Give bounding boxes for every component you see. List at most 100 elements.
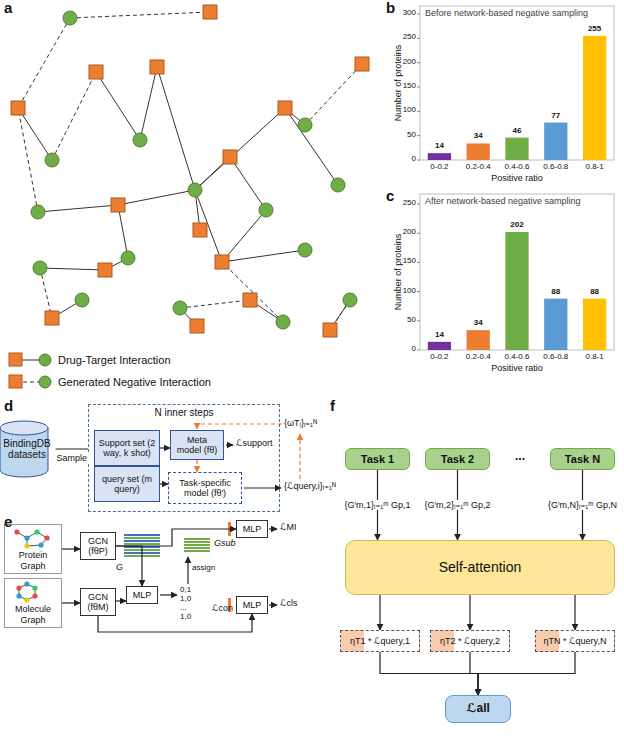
label-text: 0 bbox=[412, 155, 416, 164]
target-square bbox=[111, 198, 125, 212]
bar bbox=[505, 138, 528, 160]
bar bbox=[467, 143, 490, 160]
interaction-line bbox=[157, 67, 195, 190]
model-box: Task-specific model (fθ′) bbox=[168, 472, 242, 504]
label-text: 50 bbox=[407, 131, 416, 140]
label-text: d bbox=[4, 398, 13, 415]
connector bbox=[470, 652, 478, 695]
target-square bbox=[190, 319, 204, 333]
loss-box: ℒall bbox=[445, 695, 511, 723]
interaction-line bbox=[40, 268, 105, 270]
legend-swatch bbox=[8, 374, 52, 390]
target-square bbox=[193, 223, 207, 237]
weighted-loss-box: ηT1 * ℒquery,1 bbox=[340, 630, 420, 652]
target-square bbox=[98, 263, 112, 277]
label-text: Before network-based negative sampling bbox=[425, 9, 588, 19]
legend-text: Generated Negative Interaction bbox=[58, 376, 211, 388]
interaction-line bbox=[285, 108, 338, 185]
label-text: 1,0 bbox=[180, 595, 191, 604]
label-text: 0.4-0.6 bbox=[505, 353, 530, 362]
label-text: 100 bbox=[403, 287, 416, 296]
subgraph-bar bbox=[184, 550, 210, 552]
label-text: 14 bbox=[435, 142, 444, 151]
label-text: 100 bbox=[403, 106, 416, 115]
label-text: f bbox=[330, 398, 335, 415]
axis-tick bbox=[417, 262, 420, 263]
axis-tick bbox=[417, 38, 420, 39]
bar-chart bbox=[417, 194, 614, 350]
drug-circle bbox=[63, 11, 77, 25]
edge-label: Sample bbox=[54, 453, 89, 463]
graph-icon bbox=[5, 580, 61, 604]
bar bbox=[467, 330, 490, 350]
embedding-bar bbox=[124, 534, 160, 536]
label-text: a bbox=[4, 0, 12, 17]
connector bbox=[62, 548, 80, 549]
label-text: 202 bbox=[510, 221, 523, 230]
label-text: 0.2-0.4 bbox=[466, 353, 491, 362]
weighted-loss-box: ηT2 * ℒquery,2 bbox=[430, 630, 510, 652]
label-text: ℒMI bbox=[280, 523, 296, 533]
edge-label: {Gⁱm,2}ᵢ₌₁ᵐ Gp,2 bbox=[423, 500, 493, 510]
label-text: 88 bbox=[551, 288, 560, 297]
target-square bbox=[215, 255, 229, 269]
interaction-line bbox=[230, 157, 266, 210]
label-text: 88 bbox=[590, 288, 599, 297]
target-square bbox=[278, 101, 292, 115]
target-square bbox=[323, 323, 337, 337]
embedding-bar bbox=[124, 540, 160, 542]
node-text: Task-specific model (fθ′) bbox=[172, 478, 238, 499]
label-text: ℒsupport bbox=[236, 439, 273, 449]
subgraph-bar bbox=[184, 541, 210, 543]
node-text: Support set (2 way, k shot) bbox=[98, 438, 156, 459]
connector bbox=[160, 447, 170, 448]
drug-circle bbox=[75, 293, 89, 307]
interaction-line bbox=[96, 72, 140, 140]
label-text: 0.8-1 bbox=[585, 353, 603, 362]
label-text: ... bbox=[515, 450, 525, 463]
legend-text: Drug-Target Interaction bbox=[58, 354, 171, 366]
connector bbox=[574, 595, 575, 630]
legend-swatch bbox=[8, 352, 52, 368]
target-square bbox=[45, 311, 59, 325]
label-text: Positive ratio bbox=[491, 364, 543, 374]
node-text: Molecule Graph bbox=[8, 604, 58, 625]
legend-item: Generated Negative Interaction bbox=[8, 374, 211, 390]
axis-tick bbox=[417, 233, 420, 234]
subgraph-bar bbox=[184, 544, 210, 546]
bar bbox=[505, 232, 528, 350]
interaction-line bbox=[38, 205, 118, 212]
target-square bbox=[11, 101, 25, 115]
label-text: Number of proteins bbox=[394, 234, 404, 311]
label-text: 250 bbox=[403, 199, 416, 208]
connector bbox=[56, 448, 89, 449]
node-text: Meta model (fθ) bbox=[174, 435, 220, 456]
bar bbox=[428, 342, 451, 350]
label-text: 46 bbox=[513, 127, 522, 136]
label-text: 0 bbox=[412, 345, 416, 354]
label-text: 250 bbox=[403, 33, 416, 42]
node-text: query set (m query) bbox=[98, 474, 156, 495]
connector bbox=[380, 652, 478, 695]
axis-tick bbox=[417, 111, 420, 112]
node-text: ηT2 * ℒquery,2 bbox=[440, 636, 500, 646]
node-text: N inner steps bbox=[155, 407, 214, 419]
label-text: 34 bbox=[474, 132, 483, 141]
target-square bbox=[223, 150, 237, 164]
drug-circle bbox=[188, 183, 202, 197]
interaction-line bbox=[222, 210, 266, 262]
connectors bbox=[56, 448, 583, 695]
chart-frame bbox=[420, 6, 614, 160]
edge-label: {Gⁱm,N}ᵢ₌₁ᵐ Gp,N bbox=[546, 500, 619, 510]
bar bbox=[583, 299, 606, 350]
drug-circle bbox=[31, 205, 45, 219]
axis-tick bbox=[417, 320, 420, 321]
leader-arrow bbox=[160, 594, 177, 595]
interaction-line bbox=[118, 205, 128, 258]
connector bbox=[196, 460, 197, 472]
label-text: 0,1 bbox=[180, 586, 191, 595]
label-text: {ℒquery,i}ᵢ₌₁ᴺ bbox=[284, 482, 336, 492]
negative-line bbox=[18, 18, 70, 108]
node-text: MLP bbox=[243, 600, 262, 610]
label-text: 0.6-0.8 bbox=[543, 163, 568, 172]
